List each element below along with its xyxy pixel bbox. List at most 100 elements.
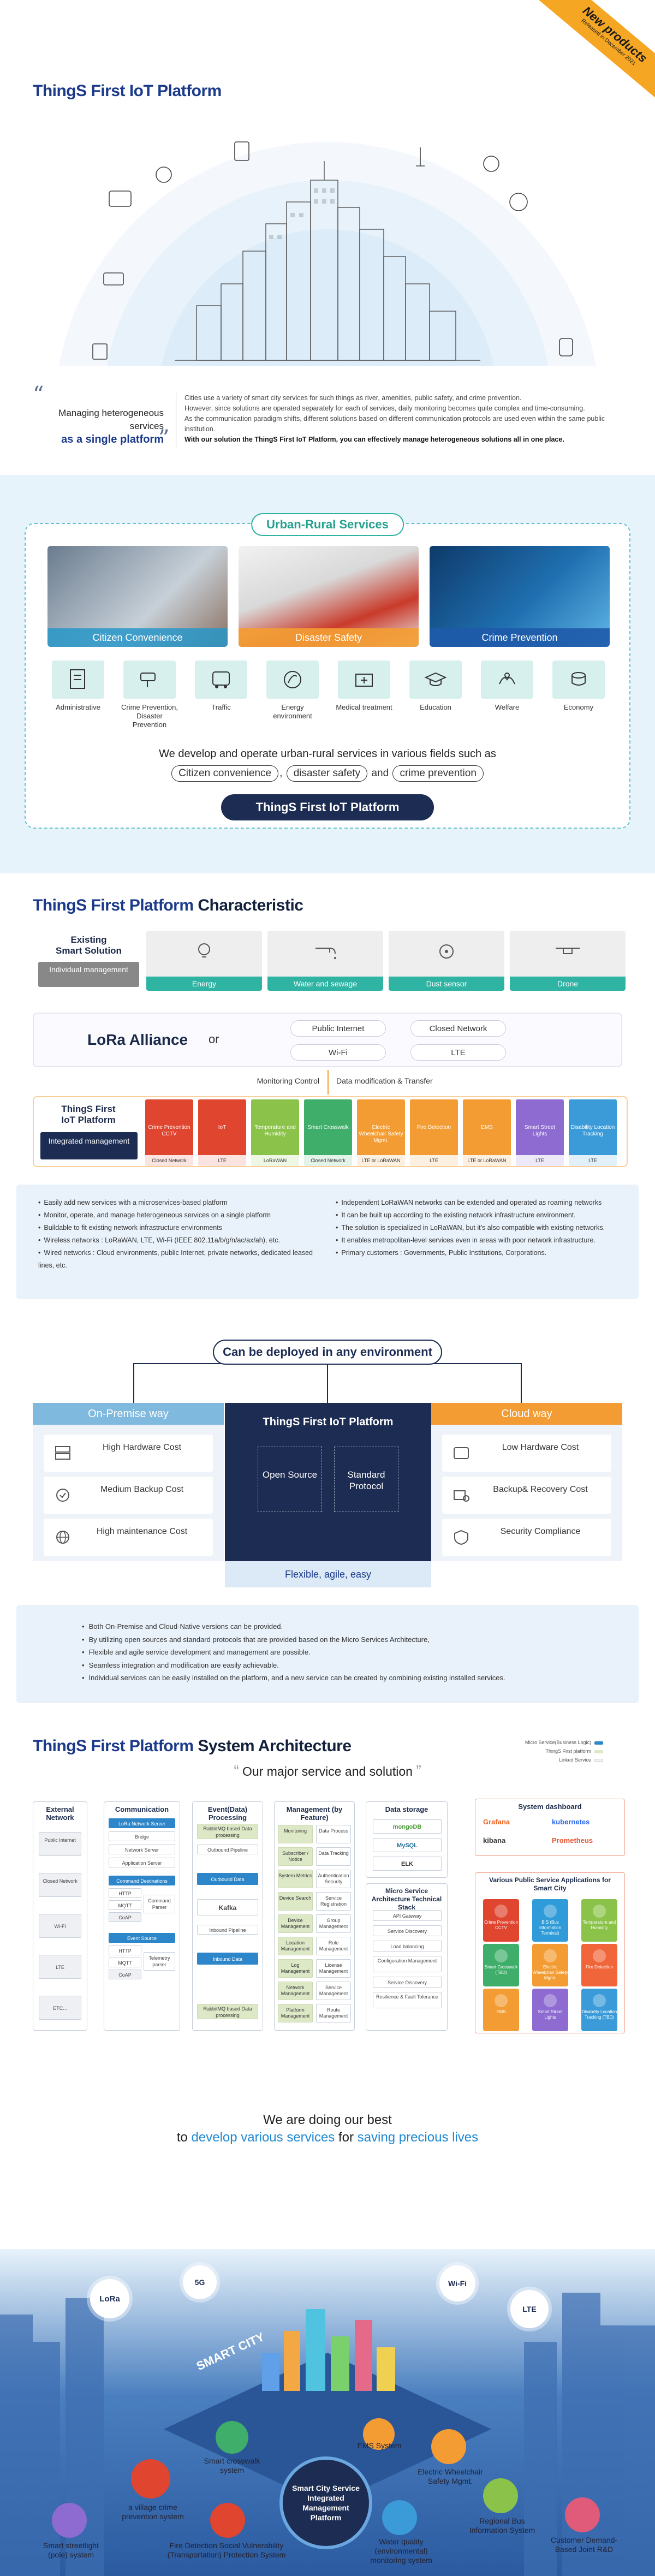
individual-management: Individual management: [38, 962, 139, 987]
urban-rural-section: Urban-Rural Services Citizen Convenience…: [0, 475, 655, 873]
comm-item: Application Server: [109, 1858, 175, 1867]
final-label: Water quality (environmental) monitoring…: [370, 2537, 432, 2565]
deploy-note: Flexible and agile service development a…: [82, 1646, 505, 1659]
wheelchair-icon: [431, 2429, 466, 2464]
msa-column: Micro Service Architecture Technical Sta…: [366, 1883, 448, 2031]
app-icon: [544, 1994, 557, 2007]
hero-lead-line2: as a single platform: [61, 433, 164, 445]
mgmt-item: Device Management: [278, 1914, 313, 1933]
mgmt-item: Platform Management: [278, 2004, 313, 2022]
card-energy: Energy: [146, 931, 262, 991]
truck-icon: [109, 191, 132, 207]
event-source: Event Source: [109, 1933, 175, 1943]
final-label: Smart streetlight (pole) system: [43, 2541, 99, 2559]
telemetry-parser: Telemetry parser: [144, 1952, 175, 1971]
hero-lead: Managing heterogeneous services as a sin…: [33, 407, 164, 447]
medical-kit-icon: [355, 674, 373, 687]
feature-item: Wired networks : Cloud environments, pub…: [38, 1247, 322, 1272]
onprem-item: High maintenance Cost: [44, 1519, 213, 1556]
title-part-a: ThingS First Platform: [33, 1737, 198, 1755]
wifi-bubble: Wi-Fi: [439, 2265, 475, 2301]
app-label: Disability Location Tracking (TBD): [581, 2009, 617, 2020]
chip-disaster-safety: disaster safety: [286, 765, 368, 782]
net-closed-network: Closed Network: [410, 1020, 506, 1037]
service-traffic: Traffic: [190, 661, 252, 712]
on-premise-column: On-Premise way High Hardware Cost Medium…: [33, 1403, 224, 1561]
service-education: Education: [405, 661, 466, 712]
hero-desc-3: As the communication paradigm shifts, di…: [184, 415, 605, 433]
platform-label: ThingS First IoT Platform: [39, 1104, 138, 1126]
characteristic-section: ThingS First Platform Characteristic Exi…: [0, 873, 655, 1321]
comm-parser: Command Parser: [144, 1895, 175, 1913]
existing-line1: Existing: [70, 935, 107, 945]
public-app-card: Smart Crosswalk (TBD): [483, 1944, 519, 1986]
card-water: Water and sewage: [267, 931, 383, 991]
platform-bar: ThingS First IoT Platform: [221, 794, 434, 820]
service-crime-disaster: Crime Prevention, Disaster Prevention: [119, 661, 180, 729]
app-icon: [495, 1949, 508, 1962]
urban-rural-card: Urban-Rural Services Citizen Convenience…: [25, 513, 630, 829]
card-label: Water and sewage: [267, 977, 383, 991]
platform-line1: ThingS First: [61, 1104, 116, 1114]
module-title: Crime Prevention CCTV: [148, 1125, 190, 1137]
ems-icon: [363, 2418, 395, 2450]
flexible-label: Flexible, agile, easy: [225, 1561, 431, 1587]
chip-comma: ,: [279, 768, 283, 779]
app-icon: [544, 1949, 557, 1962]
mgmt-item: System Metrics: [278, 1870, 313, 1888]
cctv-icon: [140, 673, 156, 687]
module-title: Smart Crosswalk: [307, 1125, 349, 1131]
module-title: Smart Street Lights: [524, 1125, 556, 1137]
5g-bubble: 5G: [183, 2265, 217, 2299]
deploy-section: Can be deployed in any environment On-Pr…: [0, 1321, 655, 1714]
existing-solution-label: Existing Smart Solution: [38, 935, 139, 956]
mgmt-item: Data Tracking: [316, 1847, 351, 1866]
legend-item: ThingS First platform: [525, 1747, 603, 1756]
module-network: LTE or LoRaWAN: [463, 1155, 511, 1166]
final-label: EMS System: [357, 2441, 402, 2450]
app-label: Smart Street Lights: [538, 2009, 563, 2020]
title-part-b: Characteristic: [198, 896, 303, 914]
public-app-card: Crime Prevention CCTV: [483, 1899, 519, 1942]
smart-city-illustration: [92, 141, 573, 361]
final-label: Smart crosswalk system: [204, 2456, 260, 2474]
service-welfare: Welfare: [477, 661, 538, 712]
final-label: Regional Bus Information System: [469, 2516, 535, 2535]
mgmt-item: Authentication Security: [316, 1870, 351, 1888]
feature-item: It enables metropolitan-level services e…: [336, 1234, 630, 1247]
ext-item: Wi-Fi: [39, 1914, 81, 1938]
mongodb-logo: mongoDB: [373, 1819, 442, 1834]
module-network: LTE or LoRaWAN: [357, 1155, 405, 1166]
network-or: or: [209, 1032, 219, 1046]
photo-caption: Disaster Safety: [239, 628, 419, 647]
service-label: Traffic: [211, 703, 231, 711]
hero-desc-1: Cities use a variety of smart city servi…: [184, 394, 522, 402]
feature-item: Monitor, operate, and manage heterogeneo…: [38, 1209, 322, 1222]
mgmt-item: Device Search: [278, 1892, 313, 1911]
server-icon: [55, 1446, 70, 1460]
photo-citizen-convenience: Citizen Convenience: [47, 546, 228, 647]
public-app-card: Temperature and Humidity: [581, 1899, 617, 1942]
feature-item: Independent LoRaWAN networks can be exte…: [336, 1197, 630, 1209]
event-item: Outbound Data: [197, 1873, 258, 1885]
module-network: Closed Network: [304, 1155, 352, 1166]
service-icons-row: Administrative Crime Prevention, Disaste…: [47, 661, 610, 737]
existing-line2: Smart Solution: [56, 945, 122, 956]
deploy-note: Seamless integration and modification ar…: [82, 1659, 505, 1672]
column-title: System dashboard: [518, 1802, 582, 1811]
net-public-internet: Public Internet: [290, 1020, 386, 1037]
wheelchair-icon: [509, 193, 528, 211]
title-part-a: ThingS First Platform: [33, 896, 198, 914]
onprem-text: High maintenance Cost: [96, 1527, 188, 1536]
comm-http: HTTP: [109, 1888, 141, 1898]
module-title: Temperature and Humidity: [254, 1125, 296, 1137]
public-app-card: Disability Location Tracking (TBD): [581, 1989, 617, 2031]
hero-title: ThingS First IoT Platform: [33, 82, 222, 100]
public-app-card: EMS: [483, 1989, 519, 2031]
hero-paragraph: Cities use a variety of smart city servi…: [184, 393, 621, 445]
